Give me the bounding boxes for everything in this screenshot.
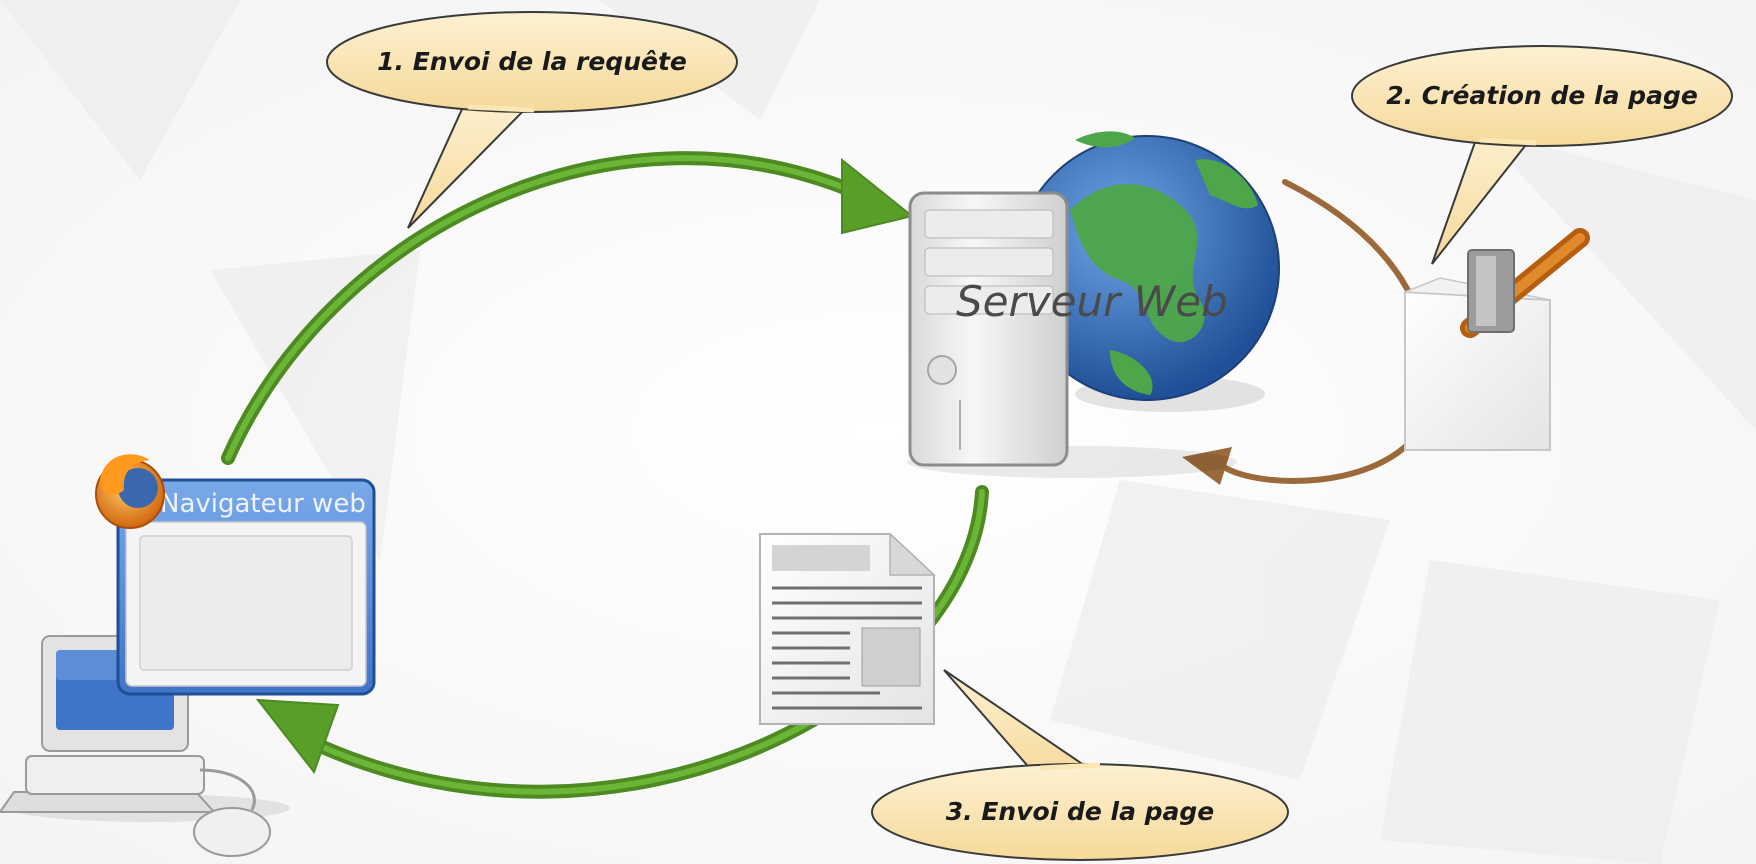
bubble-request: 1. Envoi de la requête xyxy=(326,11,738,229)
hammer-icon xyxy=(1460,228,1590,338)
browser-label: Navigateur web xyxy=(160,489,366,519)
server-label: Serveur Web xyxy=(956,277,1228,326)
step-3-label: 3. Envoi de la page xyxy=(946,797,1215,826)
step-1-label: 1. Envoi de la requête xyxy=(377,47,687,76)
firefox-icon xyxy=(95,454,165,529)
step-2-label: 2. Création de la page xyxy=(1386,81,1698,110)
document-icon xyxy=(759,532,936,725)
globe-icon xyxy=(1014,131,1280,412)
bubble-response: 3. Envoi de la page xyxy=(871,669,1289,861)
request-arrow xyxy=(221,151,915,465)
bubble-creation: 2. Création de la page xyxy=(1351,45,1733,265)
response-arrow xyxy=(255,485,989,799)
page-creation-icon xyxy=(1404,228,1590,451)
browser-window: Navigateur web xyxy=(95,454,376,696)
server-icon: Serveur Web xyxy=(907,131,1280,478)
